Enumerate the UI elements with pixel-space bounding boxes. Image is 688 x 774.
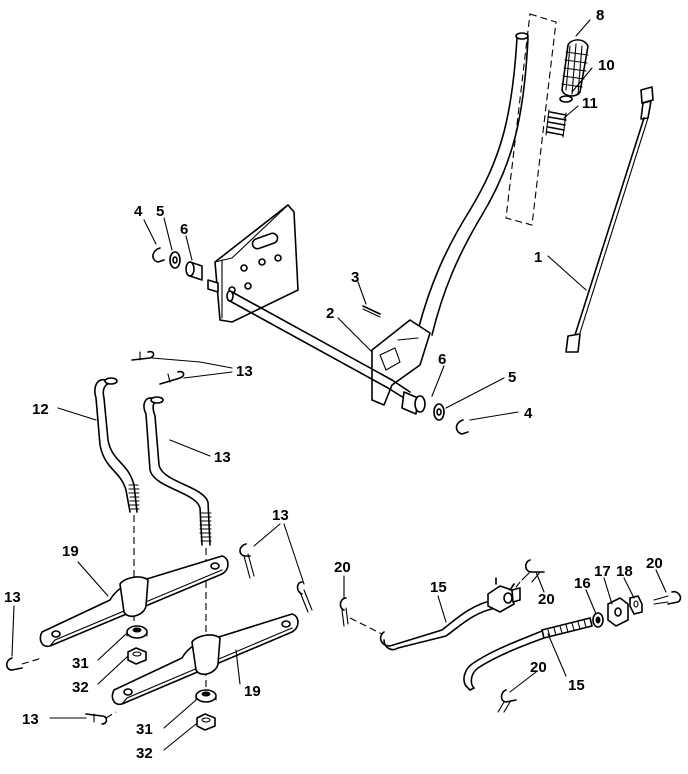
clip-part-13-mid-b bbox=[296, 581, 313, 613]
callout-6-right: 6 bbox=[438, 351, 446, 368]
callout-5-left: 5 bbox=[156, 203, 164, 220]
trunnion-upper bbox=[487, 577, 521, 613]
callout-19-lower: 19 bbox=[244, 683, 261, 700]
washer-part-31-upper bbox=[126, 625, 148, 639]
washer-part-31-lower bbox=[195, 689, 217, 703]
rod-part-1 bbox=[565, 86, 654, 353]
callout-17: 17 bbox=[594, 563, 611, 580]
callout-20-left: 20 bbox=[334, 559, 351, 576]
callout-31-upper: 31 bbox=[72, 655, 89, 672]
callout-13-top: 13 bbox=[236, 363, 253, 380]
callouts: 8 10 11 1 3 2 4 5 6 6 5 4 13 12 13 13 19… bbox=[4, 7, 663, 762]
nut-part-18 bbox=[629, 595, 643, 615]
callout-10: 11 bbox=[582, 95, 598, 112]
callout-20-lower: 20 bbox=[530, 659, 547, 676]
spring-part-10 bbox=[545, 109, 567, 138]
callout-18: 18 bbox=[616, 563, 633, 580]
cross-shaft-part-2 bbox=[226, 290, 411, 399]
clip-part-13-bottom bbox=[85, 711, 117, 725]
callout-19-upper: 19 bbox=[62, 543, 79, 560]
callout-15-upper: 15 bbox=[430, 579, 447, 596]
clip-part-13-top-b bbox=[159, 370, 185, 385]
callout-1: 1 bbox=[534, 249, 542, 266]
callout-2: 2 bbox=[326, 305, 334, 322]
callout-11: 12 bbox=[32, 401, 49, 418]
callout-4-right: 4 bbox=[524, 405, 533, 422]
callout-13-left: 13 bbox=[4, 589, 21, 606]
lift-link-part-12 bbox=[143, 396, 212, 546]
cotter-pin-part-20-left bbox=[339, 597, 349, 627]
callout-20-upper: 20 bbox=[538, 591, 555, 608]
callout-5-right: 5 bbox=[508, 369, 516, 386]
nut-part-32-upper bbox=[127, 647, 147, 665]
clip-part-4-right bbox=[455, 419, 469, 435]
callout-3: 3 bbox=[351, 269, 359, 286]
leader-lines bbox=[11, 19, 667, 751]
clip-part-13-top-a bbox=[131, 350, 155, 361]
nut-part-32-lower bbox=[196, 713, 216, 731]
block-part-17 bbox=[607, 597, 629, 627]
lift-link-part-11 bbox=[94, 377, 140, 513]
callout-32-upper: 32 bbox=[72, 679, 89, 696]
callout-31-lower: 31 bbox=[136, 721, 153, 738]
rod-part-15-upper bbox=[349, 599, 497, 651]
callout-4-left: 4 bbox=[134, 203, 143, 220]
cotter-pin-part-20-lower bbox=[497, 689, 517, 713]
washer-part-16 bbox=[592, 612, 604, 628]
callout-8: 10 bbox=[598, 57, 615, 74]
clip-part-13-left bbox=[5, 657, 43, 671]
callout-20-right: 20 bbox=[646, 555, 663, 572]
rod-part-15-lower bbox=[463, 617, 593, 691]
lift-arm-part-19-lower bbox=[111, 613, 299, 706]
clip-part-4-left bbox=[152, 247, 165, 263]
pin-part-3 bbox=[362, 305, 381, 318]
cotter-pin-part-20-right bbox=[653, 590, 682, 605]
callout-15-lower: 15 bbox=[568, 677, 585, 694]
cotter-pin-part-20-upper bbox=[513, 559, 545, 591]
washer-part-5-left bbox=[169, 251, 181, 269]
clip-part-13-mid-a bbox=[239, 543, 255, 579]
lift-lever bbox=[371, 32, 529, 406]
handle-outline bbox=[505, 13, 557, 226]
callout-32-lower: 32 bbox=[136, 745, 153, 762]
lift-arm-part-19-upper bbox=[39, 555, 229, 648]
callout-6-left: 6 bbox=[180, 221, 188, 238]
callout-12: 13 bbox=[214, 449, 231, 466]
grip-part-7 bbox=[561, 39, 589, 97]
callout-13-mid: 13 bbox=[272, 507, 289, 524]
callout-16: 16 bbox=[574, 575, 591, 592]
bushing-part-6-right bbox=[401, 391, 426, 415]
washer-part-5-right bbox=[433, 403, 445, 421]
washer-part-8 bbox=[559, 95, 573, 103]
callout-13-bottom: 13 bbox=[22, 711, 39, 728]
mounting-plate bbox=[214, 204, 299, 323]
bushing-part-6-left bbox=[185, 261, 219, 293]
callout-7: 8 bbox=[596, 7, 604, 24]
